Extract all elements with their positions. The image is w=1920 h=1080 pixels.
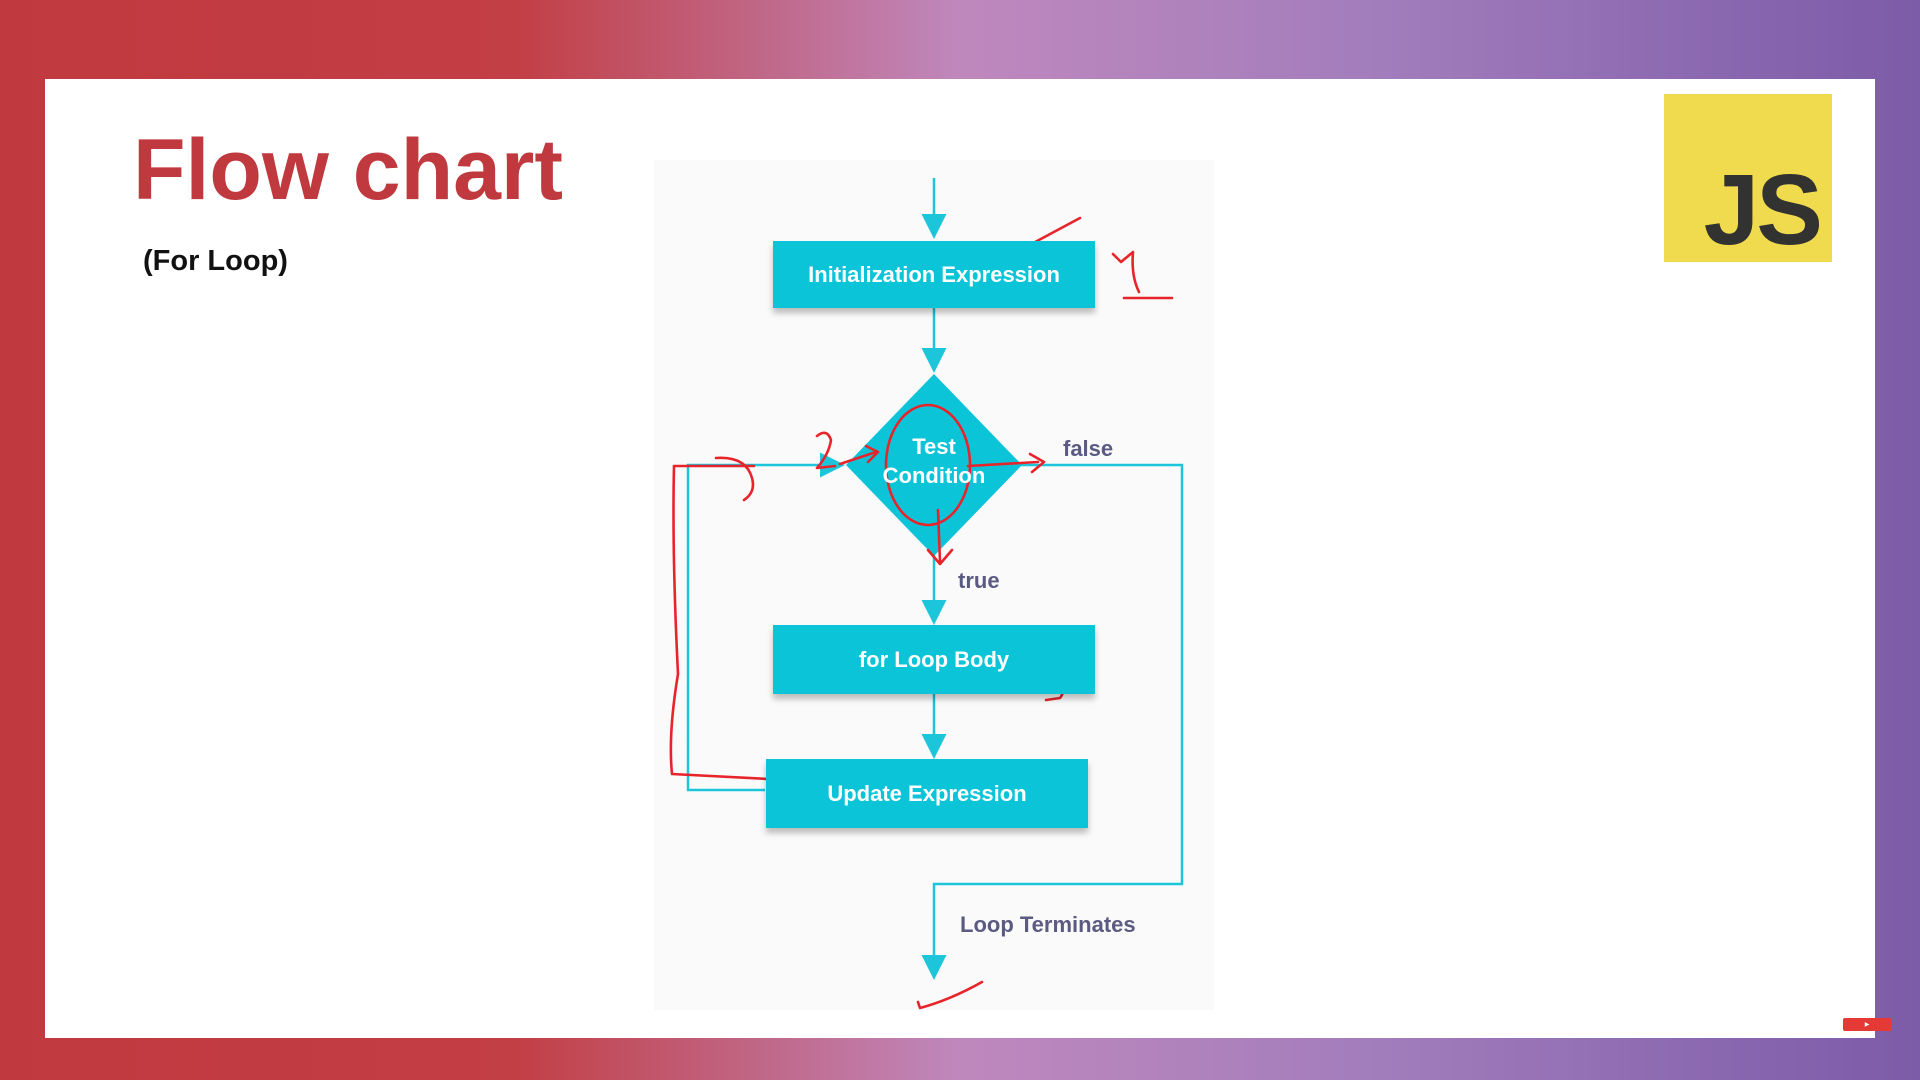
ink-number-2 [815, 431, 837, 470]
loop-body-box: for Loop Body [773, 625, 1095, 694]
js-logo-text: JS [1703, 154, 1823, 266]
js-logo: JS [1664, 94, 1832, 262]
ink-arrow-true [926, 508, 954, 566]
slide-subtitle: (For Loop) [143, 245, 288, 277]
red-ink-annotations [669, 216, 1174, 1010]
init-expression-box: Initialization Expression [773, 241, 1095, 308]
loop-terminates-label: Loop Terminates [960, 912, 1136, 937]
test-condition-label: Test Condition [882, 434, 986, 488]
ink-bracket-left [714, 456, 755, 502]
slide-title: Flow chart [133, 122, 564, 218]
test-condition-diamond [846, 374, 1022, 556]
false-path-line [921, 463, 1184, 980]
update-expression-box: Update Expression [766, 759, 1088, 828]
loop-back-line [686, 452, 845, 792]
ink-check-terminate [916, 980, 984, 1010]
ink-number-1 [1111, 250, 1174, 300]
ink-loop-back [669, 464, 790, 782]
youtube-subscribe-icon[interactable]: ▶ [1843, 1018, 1891, 1031]
false-label: false [1063, 436, 1114, 461]
true-label: true [958, 568, 1000, 593]
ink-arrow-false [966, 452, 1046, 474]
ink-arrow-into-condition [838, 444, 880, 466]
